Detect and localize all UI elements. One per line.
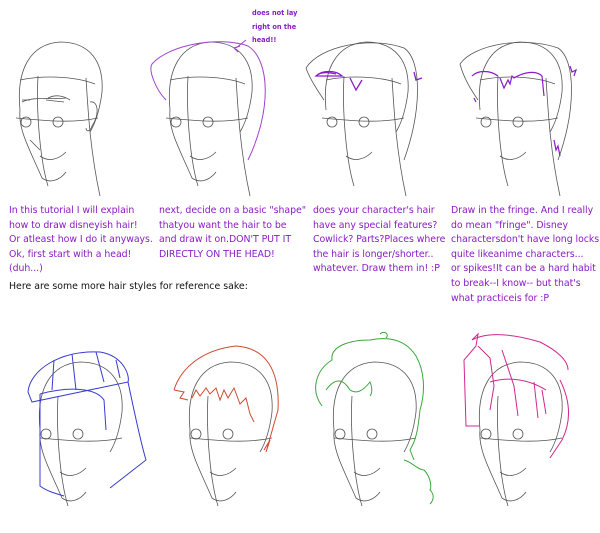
- step-4-caption: Draw in the fringe. And I really do mean…: [451, 205, 600, 304]
- step-3-head: [300, 0, 450, 200]
- reference-note: Here are some more hair styles for refer…: [9, 281, 248, 292]
- shape-annotation: does not lay right on the head!!: [252, 9, 298, 44]
- reference-curly-head: [300, 310, 450, 533]
- step-1-caption: In this tutorial I will explain how to d…: [9, 205, 153, 275]
- reference-long-spiky-head: [450, 310, 600, 533]
- step-1-head: [0, 0, 150, 200]
- step-4-head: [450, 0, 600, 200]
- reference-short-spiky-head: [150, 310, 300, 533]
- step-3-caption: does your character's hair have any spec…: [313, 205, 446, 275]
- step-2-head: [150, 0, 300, 200]
- reference-bob-head: [0, 310, 150, 533]
- step-2-caption: next, decide on a basic "shape" thatyou …: [159, 205, 306, 260]
